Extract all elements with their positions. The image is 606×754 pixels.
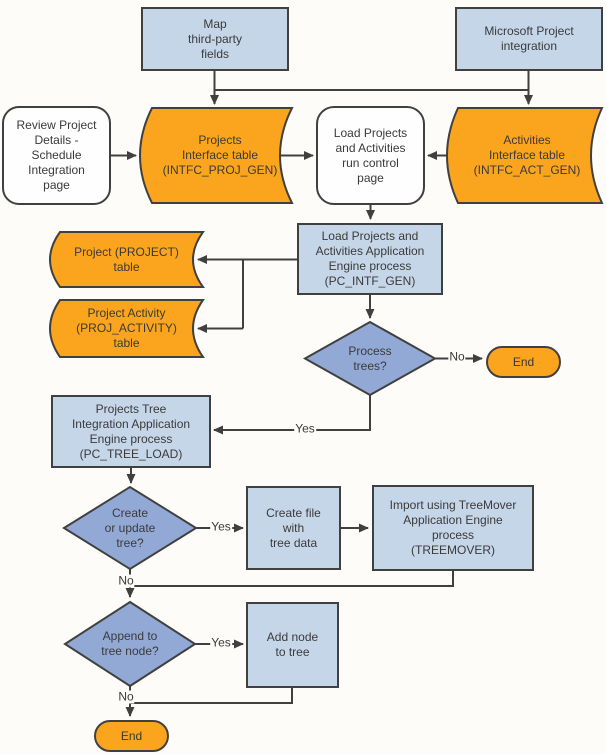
node-end-bottom — [94, 720, 169, 752]
node-end-top — [486, 346, 561, 378]
node-pc-tree-load — [51, 395, 211, 468]
node-treemover — [372, 485, 534, 571]
edge-add-node-merge — [130, 687, 293, 704]
node-review-page — [2, 106, 111, 205]
node-create-file — [246, 486, 341, 570]
node-proj-activity-table — [49, 299, 205, 358]
node-pc-intf-gen — [297, 223, 443, 295]
node-map-fields — [141, 7, 289, 71]
node-project-table — [49, 231, 205, 288]
node-ms-project — [455, 7, 603, 71]
edge-treemover-merge — [130, 570, 454, 587]
node-projects-interface-table — [139, 107, 294, 204]
node-run-control-page — [316, 106, 425, 205]
node-activities-interface-table — [446, 107, 604, 204]
node-append-decision — [63, 600, 197, 688]
node-add-node — [246, 602, 339, 688]
edge-process-trees-yes-to-pc-tree-load — [213, 395, 371, 435]
edge-pc-intf-gen-branch — [242, 258, 298, 329]
node-process-trees-decision — [302, 320, 438, 397]
node-create-update-decision — [62, 485, 198, 571]
